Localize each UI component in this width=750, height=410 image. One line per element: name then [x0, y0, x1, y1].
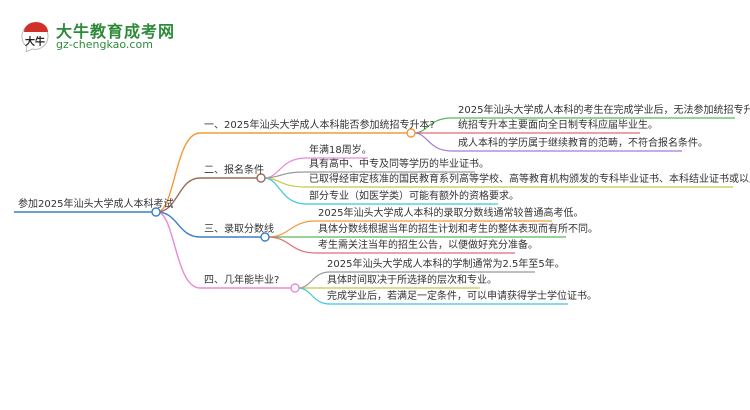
- branch-4-node[interactable]: 四、几年能毕业?: [204, 275, 280, 286]
- leaf-node[interactable]: 部分专业（如医学类）可能有额外的资格要求。: [309, 191, 519, 202]
- leaf-node[interactable]: 具体分数线根据当年的招生计划和考生的整体表现而有所不同。: [318, 224, 598, 235]
- leaf-node[interactable]: 年满18周岁。: [309, 145, 372, 156]
- branch-3-node[interactable]: 三、录取分数线: [204, 224, 274, 235]
- leaf-node[interactable]: 统招专升本主要面向全日制专科应届毕业生。: [458, 120, 658, 131]
- logo-title: 大牛教育成考网: [56, 22, 176, 41]
- leaf-node[interactable]: 已取得经审定核准的国民教育系列高等学校、高等教育机构颁发的专科毕业证书、本科结业…: [309, 174, 750, 185]
- logo-url: gz-chengkao.com: [56, 38, 153, 51]
- leaf-node[interactable]: 成人本科的学历属于继续教育的范畴，不符合报名条件。: [458, 138, 708, 149]
- leaf-node[interactable]: 2025年汕头大学成人本科的录取分数线通常较普通高考低。: [318, 208, 584, 219]
- logo-badge-icon: 大牛: [21, 22, 49, 52]
- leaf-node[interactable]: 具有高中、中专及同等学历的毕业证书。: [309, 159, 489, 170]
- leaf-node[interactable]: 2025年汕头大学成人本科的考生在完成学业后，无法参加统招专升本。: [458, 105, 750, 116]
- branch-2-node[interactable]: 二、报名条件: [204, 165, 264, 176]
- leaf-node[interactable]: 考生需关注当年的招生公告，以便做好充分准备。: [318, 240, 538, 251]
- leaf-node[interactable]: 完成学业后，若满足一定条件，可以申请获得学士学位证书。: [327, 291, 597, 302]
- branch-1-node[interactable]: 一、2025年汕头大学成人本科能否参加统招专升本?: [204, 120, 435, 131]
- site-logo[interactable]: 大牛 大牛教育成考网 gz-chengkao.com: [18, 14, 218, 54]
- leaf-node[interactable]: 2025年汕头大学成人本科的学制通常为2.5年至5年。: [327, 259, 565, 270]
- leaf-node[interactable]: 具体时间取决于所选择的层次和专业。: [327, 275, 497, 286]
- svg-text:大牛: 大牛: [25, 35, 45, 48]
- root-node[interactable]: 参加2025年汕头大学成人本科考试: [18, 199, 174, 210]
